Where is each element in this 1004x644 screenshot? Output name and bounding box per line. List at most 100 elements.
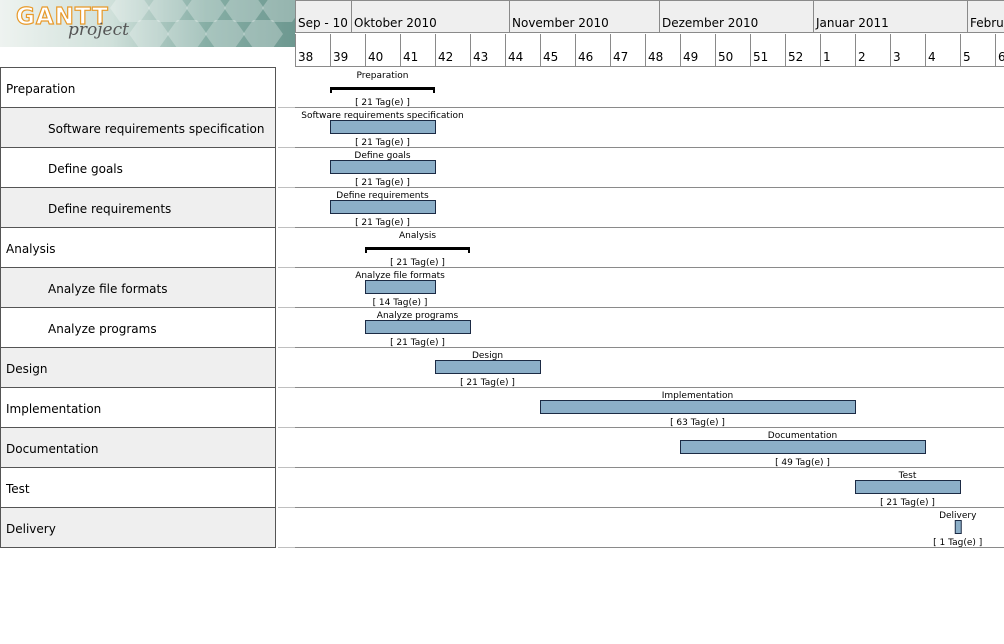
week-header: 49 [680, 34, 715, 67]
task-name: Test [6, 482, 30, 496]
task-bar-label: Test [898, 471, 917, 481]
month-header: November 2010 [509, 0, 660, 33]
week-header: 44 [505, 34, 540, 67]
week-header: 3 [890, 34, 925, 67]
task-row[interactable]: Design [0, 348, 276, 388]
week-header: 6 [995, 34, 1004, 67]
week-header: 46 [575, 34, 610, 67]
task-bar-label: Define requirements [336, 191, 429, 201]
summary-bar[interactable] [330, 87, 435, 90]
task-bar[interactable] [954, 520, 962, 534]
task-duration-label: [ 1 Tag(e) ] [933, 538, 982, 548]
task-row[interactable]: Delivery [0, 508, 276, 548]
week-header: 45 [540, 34, 575, 67]
row-separator-tick-lines [278, 107, 295, 548]
task-name: Analyze programs [48, 322, 157, 336]
task-bar[interactable] [365, 280, 436, 294]
task-bar[interactable] [365, 320, 471, 334]
task-row[interactable]: Software requirements specification [0, 108, 276, 148]
task-bar[interactable] [680, 440, 926, 454]
task-bar[interactable] [855, 480, 961, 494]
gantt-chart-area[interactable]: Preparation [ 21 Tag(e) ] Software require… [295, 67, 1004, 548]
month-header: Sep - 10 [295, 0, 351, 33]
task-row[interactable]: Implementation [0, 388, 276, 428]
task-name: Documentation [6, 442, 99, 456]
week-header: 42 [435, 34, 470, 67]
week-header: 52 [785, 34, 820, 67]
week-header: 47 [610, 34, 645, 67]
task-bar-label: Analyze file formats [355, 271, 445, 281]
task-bar-label: Preparation [357, 71, 409, 81]
task-bar[interactable] [330, 120, 436, 134]
task-bar-label: Analysis [399, 231, 436, 241]
task-bar[interactable] [540, 400, 856, 414]
week-header: 40 [365, 34, 400, 67]
week-header: 4 [925, 34, 960, 67]
row-separator-ticks [276, 67, 295, 548]
task-duration-label: [ 49 Tag(e) ] [775, 458, 830, 468]
task-name: Analysis [6, 242, 56, 256]
task-duration-label: [ 21 Tag(e) ] [880, 498, 935, 508]
task-name: Implementation [6, 402, 102, 416]
task-duration-label: [ 21 Tag(e) ] [355, 218, 410, 228]
task-name: Design [6, 362, 48, 376]
task-bar[interactable] [330, 200, 436, 214]
task-bar-label: Documentation [768, 431, 837, 441]
task-row[interactable]: Analysis [0, 228, 276, 268]
week-header: 43 [470, 34, 505, 67]
month-header: Dezember 2010 [659, 0, 813, 33]
summary-bar-cap [365, 247, 367, 253]
task-row[interactable]: Define requirements [0, 188, 276, 228]
week-header: 38 [295, 34, 330, 67]
task-duration-label: [ 14 Tag(e) ] [373, 298, 428, 308]
task-row[interactable]: Define goals [0, 148, 276, 188]
task-bar-label: Delivery [939, 511, 977, 521]
task-row[interactable]: Preparation [0, 67, 276, 108]
task-duration-label: [ 63 Tag(e) ] [670, 418, 725, 428]
task-name: Software requirements specification [48, 122, 265, 136]
task-duration-label: [ 21 Tag(e) ] [390, 338, 445, 348]
week-header: 51 [750, 34, 785, 67]
summary-bar-cap [468, 247, 470, 253]
week-header: 50 [715, 34, 750, 67]
task-bar-label: Design [472, 351, 503, 361]
logo-gantt-word: GANTT [15, 3, 109, 30]
week-header: 5 [960, 34, 995, 67]
week-header: 2 [855, 34, 890, 67]
task-bar-label: Define goals [354, 151, 410, 161]
task-row[interactable]: Analyze programs [0, 308, 276, 348]
ganttproject-logo: GANTT project [0, 0, 295, 47]
task-bar-label: Implementation [662, 391, 733, 401]
week-header: 48 [645, 34, 680, 67]
task-name: Delivery [6, 522, 56, 536]
task-row[interactable]: Documentation [0, 428, 276, 468]
task-duration-label: [ 21 Tag(e) ] [390, 258, 445, 268]
task-duration-label: [ 21 Tag(e) ] [355, 98, 410, 108]
logo-hexagon-pattern [110, 0, 295, 47]
month-header: Januar 2011 [813, 0, 967, 33]
summary-bar-cap [433, 87, 435, 93]
task-bar-label: Analyze programs [377, 311, 459, 321]
task-row[interactable]: Analyze file formats [0, 268, 276, 308]
task-row[interactable]: Test [0, 468, 276, 508]
task-name: Preparation [6, 82, 76, 96]
gantt-chart-canvas[interactable]: Preparation [ 21 Tag(e) ] Software require… [295, 67, 1004, 548]
task-bar-label: Software requirements specification [301, 111, 463, 121]
task-duration-label: [ 21 Tag(e) ] [460, 378, 515, 388]
task-name: Define goals [48, 162, 123, 176]
task-duration-label: [ 21 Tag(e) ] [355, 178, 410, 188]
week-header: 41 [400, 34, 435, 67]
summary-bar-cap [330, 87, 332, 93]
month-header: Oktober 2010 [351, 0, 509, 33]
task-name: Define requirements [48, 202, 172, 216]
logo-project-word: project [68, 20, 129, 40]
month-header: Februa [967, 0, 1004, 33]
task-bar[interactable] [330, 160, 436, 174]
summary-bar[interactable] [365, 247, 470, 250]
week-header: 1 [820, 34, 855, 67]
week-header-row: 383940414243444546474849505152123456 [295, 34, 1004, 67]
task-bar[interactable] [435, 360, 541, 374]
task-duration-label: [ 21 Tag(e) ] [355, 138, 410, 148]
